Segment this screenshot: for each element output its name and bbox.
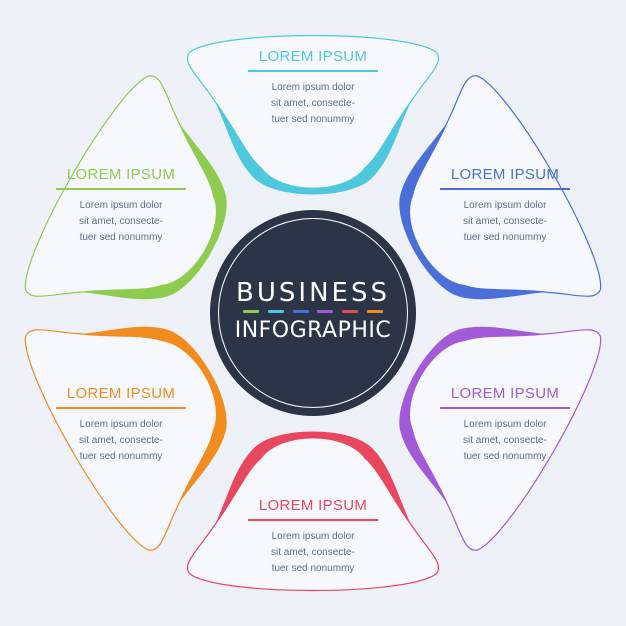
segment-top-title: LOREM IPSUM (248, 48, 378, 72)
petal-bottom-left-shape (24, 329, 218, 551)
center-dash (342, 310, 359, 313)
center-hub-ring (218, 218, 408, 408)
petal-top-shape (186, 34, 440, 189)
petal-top-left (24, 75, 227, 300)
segment-top-left-body: Lorem ipsum dolor sit amet, consecte- tu… (79, 200, 163, 243)
petal-top-left-shape (24, 75, 218, 297)
center-dash (292, 310, 309, 313)
segment-bottom-left-title: LOREM IPSUM (56, 385, 186, 409)
segment-bottom-right-body: Lorem ipsum dolor sit amet, consecte- tu… (463, 419, 547, 462)
segment-bottom-title: LOREM IPSUM (248, 497, 378, 521)
petal-bottom-shape (186, 437, 440, 592)
segment-bottom-right-text: LOREM IPSUM Lorem ipsum dolor sit amet, … (440, 385, 570, 465)
segment-top-text: LOREM IPSUM Lorem ipsum dolor sit amet, … (248, 48, 378, 128)
segment-bottom-right-title: LOREM IPSUM (440, 385, 570, 409)
petal-top-right-shape (408, 75, 602, 297)
segment-bottom-body: Lorem ipsum dolor sit amet, consecte- tu… (271, 531, 355, 574)
center-hub: BUSINESS INFOGRAPHIC (210, 210, 416, 416)
center-dash (366, 310, 383, 313)
petal-bottom-right-shape (408, 329, 602, 551)
segment-top-left-title: LOREM IPSUM (56, 166, 186, 190)
segment-bottom-left-body: Lorem ipsum dolor sit amet, consecte- tu… (79, 419, 163, 462)
center-title-line2: INFOGRAPHIC (234, 318, 392, 343)
center-color-dashes (243, 310, 383, 314)
segment-top-right-body: Lorem ipsum dolor sit amet, consecte- tu… (463, 200, 547, 243)
petal-top-right (399, 75, 602, 300)
segment-top-left-text: LOREM IPSUM Lorem ipsum dolor sit amet, … (56, 166, 186, 246)
petal-bottom-right (399, 326, 602, 551)
segment-bottom-left-text: LOREM IPSUM Lorem ipsum dolor sit amet, … (56, 385, 186, 465)
petal-bottom (186, 431, 440, 592)
center-title-line1: BUSINESS (236, 278, 390, 308)
segment-top-right-title: LOREM IPSUM (440, 166, 570, 190)
petal-bottom-left (24, 326, 227, 551)
segment-top-right-text: LOREM IPSUM Lorem ipsum dolor sit amet, … (440, 166, 570, 246)
center-dash (317, 310, 334, 313)
petal-top (186, 34, 440, 195)
center-dash (243, 310, 259, 313)
segment-bottom-text: LOREM IPSUM Lorem ipsum dolor sit amet, … (248, 497, 378, 577)
center-dash (267, 310, 284, 313)
segment-top-body: Lorem ipsum dolor sit amet, consecte- tu… (271, 82, 355, 125)
